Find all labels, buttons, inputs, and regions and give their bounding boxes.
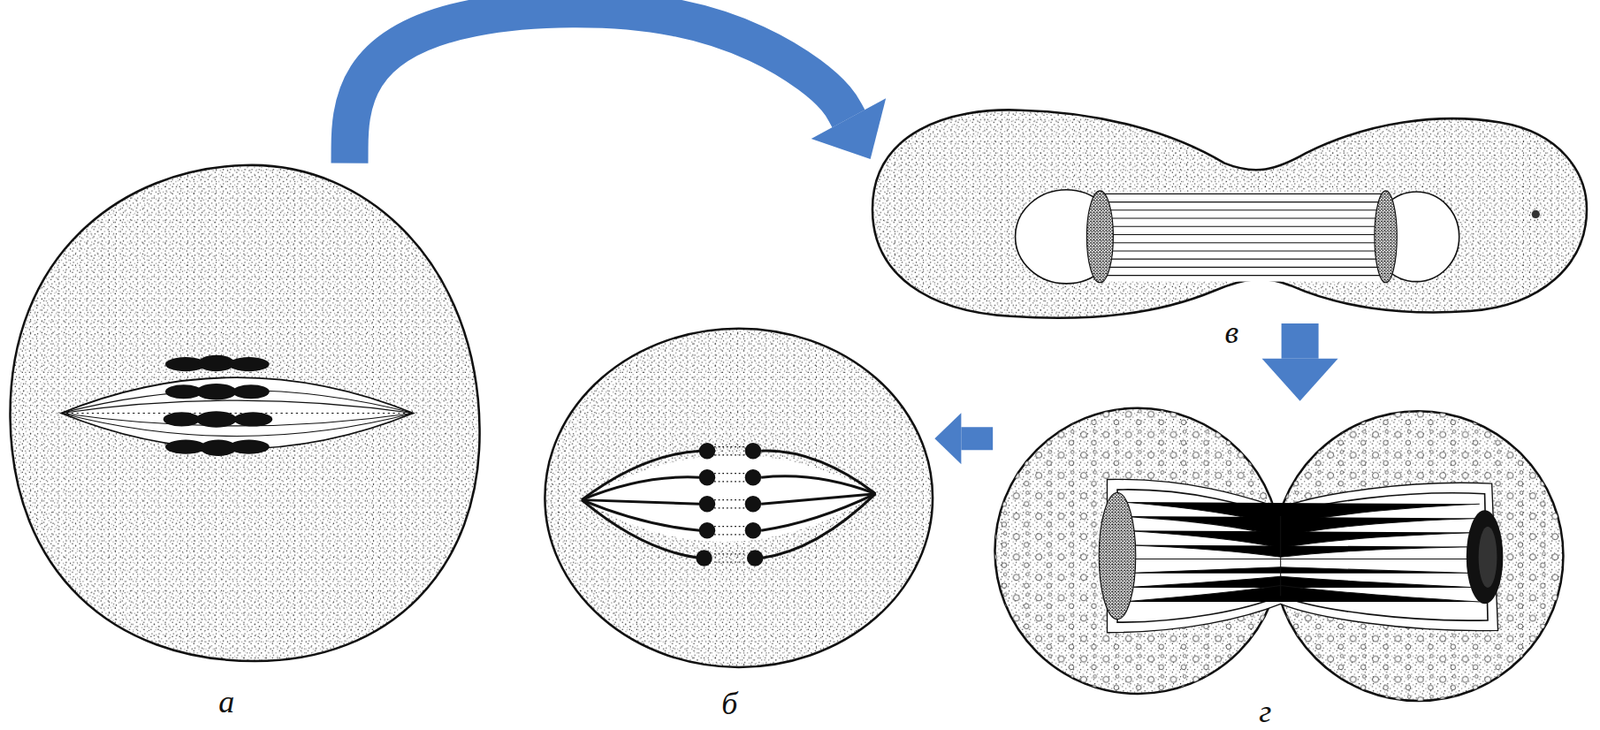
arrow-connector [1281,323,1319,359]
cell-anaphase [544,328,933,668]
cell-figure: в [870,106,1590,324]
figure-letter: г [1258,695,1272,728]
figure-letter: а [218,685,235,718]
arrow-connector [960,426,993,450]
figure-letter: б [721,687,738,720]
arrow-connector [350,8,849,163]
cell-figure: б [543,326,935,670]
cell-figure: г [992,401,1564,708]
cell-metaphase [10,165,480,662]
cell-telophase [872,109,1587,318]
cell-figure: а [10,163,482,664]
cell-daughter-cells [994,408,1563,701]
figure-letter: в [1224,316,1239,349]
